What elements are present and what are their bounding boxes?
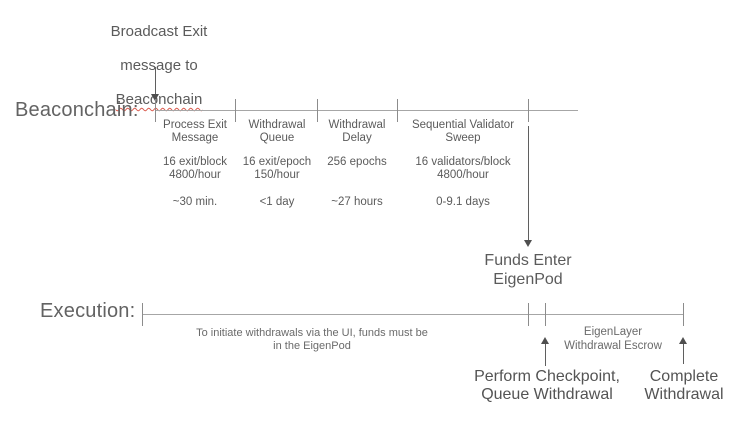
stage-duration: 0-9.1 days <box>436 196 490 208</box>
stage-rate: 16 validators/block 4800/hour <box>415 156 511 181</box>
stage-rate: 16 exit/block 4800/hour <box>163 156 227 181</box>
beaconchain-timeline <box>155 110 578 111</box>
complete-withdrawal-label: Complete Withdrawal <box>644 368 724 403</box>
funds-enter-down-arrow-head <box>524 240 532 247</box>
beaconchain-tick-4 <box>397 99 398 122</box>
broadcast-note-line1: Broadcast Exit <box>110 23 208 40</box>
beaconchain-tick-5 <box>528 99 529 122</box>
execution-row-label: Execution: <box>40 300 136 322</box>
execution-tick-4 <box>683 303 684 326</box>
stage-name: Withdrawal Delay <box>328 119 386 144</box>
execution-tick-3 <box>545 303 546 326</box>
complete-withdrawal-up-arrow-line <box>683 343 684 364</box>
broadcast-exit-note: Broadcast Exit message to Beaconchain <box>92 6 226 108</box>
execution-tick-1 <box>142 303 143 326</box>
stage-name: Process Exit Message <box>163 119 227 144</box>
stage-duration: ~30 min. <box>172 196 218 208</box>
ui-initiate-note: To initiate withdrawals via the UI, fund… <box>196 327 428 352</box>
stage-process-exit-message: Process Exit Message 16 exit/block 4800/… <box>145 119 245 209</box>
stage-name: Sequential Validator Sweep <box>411 119 515 144</box>
beaconchain-tick-2 <box>235 99 236 122</box>
stage-rate: 16 exit/epoch 150/hour <box>242 156 312 181</box>
stage-name: Withdrawal Queue <box>248 119 306 144</box>
perform-checkpoint-up-arrow-head <box>541 337 549 344</box>
stage-duration: <1 day <box>259 196 295 208</box>
funds-enter-down-arrow-line <box>528 126 529 241</box>
complete-withdrawal-up-arrow-head <box>679 337 687 344</box>
funds-enter-label: Funds Enter EigenPod <box>484 252 572 288</box>
stage-withdrawal-queue: Withdrawal Queue 16 exit/epoch 150/hour … <box>227 119 327 209</box>
broadcast-down-arrow-line <box>155 67 156 95</box>
stage-rate: 256 epochs <box>327 156 387 168</box>
perform-checkpoint-up-arrow-line <box>545 343 546 366</box>
beaconchain-tick-3 <box>317 99 318 122</box>
broadcast-note-line2: message to <box>120 57 198 74</box>
stage-sequential-validator-sweep: Sequential Validator Sweep 16 validators… <box>398 119 528 209</box>
broadcast-down-arrow-head <box>151 94 159 101</box>
stage-withdrawal-delay: Withdrawal Delay 256 epochs ~27 hours <box>307 119 407 209</box>
execution-timeline <box>142 314 683 315</box>
eigenlayer-withdrawal-escrow-label: EigenLayer Withdrawal Escrow <box>564 326 662 352</box>
execution-tick-2 <box>528 303 529 326</box>
stage-duration: ~27 hours <box>331 196 383 208</box>
beaconchain-tick-1 <box>155 99 156 122</box>
perform-checkpoint-label: Perform Checkpoint, Queue Withdrawal <box>474 368 620 403</box>
beaconchain-row-label: Beaconchain: <box>15 99 139 121</box>
